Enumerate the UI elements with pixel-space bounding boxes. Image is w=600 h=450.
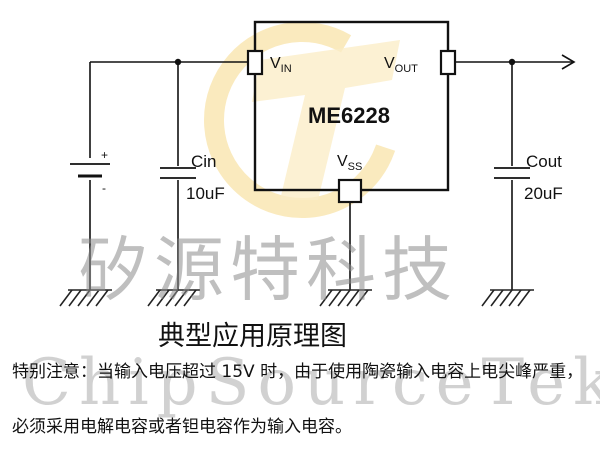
ground-hatch	[95, 289, 109, 307]
ground-hatch	[337, 289, 351, 307]
pin-vss	[337, 178, 363, 204]
ground-hatch	[499, 289, 513, 307]
battery-minus-label: -	[102, 181, 106, 195]
pin-vin	[246, 49, 264, 76]
ground-hatch	[508, 289, 522, 307]
ground-hatch	[490, 289, 504, 307]
ground-hatch	[147, 289, 161, 307]
ground-hatch	[77, 289, 91, 307]
ground-hatch	[86, 289, 100, 307]
junction-dot	[508, 58, 516, 66]
capacitor-cout: Cout 20uF	[494, 152, 563, 203]
ground-hatch	[59, 289, 73, 307]
ground-hatch	[156, 289, 170, 307]
watermark-logo	[204, 22, 400, 218]
pin-vout	[439, 49, 457, 76]
ground-hatch	[319, 289, 333, 307]
ground-hatch	[355, 289, 369, 307]
ground-hatch	[328, 289, 342, 307]
pin-vout-label: VOUT	[384, 55, 418, 75]
pin-vss-label: VSS	[337, 153, 362, 173]
ground-hatch	[346, 289, 360, 307]
ground-symbols	[59, 289, 534, 307]
ground-hatch	[174, 289, 188, 307]
battery-symbol: + -	[70, 148, 110, 195]
pin-vin-label: VIN	[270, 55, 292, 75]
chip-name: ME6228	[308, 103, 390, 128]
junction-dot	[174, 58, 182, 66]
ground-hatch	[183, 289, 197, 307]
ground-hatch	[517, 289, 531, 307]
battery-plus-label: +	[101, 148, 108, 162]
ground-hatch	[481, 289, 495, 307]
cin-value: 10uF	[186, 184, 225, 203]
ground-hatch	[68, 289, 82, 307]
cout-name: Cout	[526, 152, 562, 171]
ground-hatch	[165, 289, 179, 307]
capacitor-cin: Cin 10uF	[160, 152, 225, 203]
cin-name: Cin	[191, 152, 217, 171]
cout-value: 20uF	[524, 184, 563, 203]
